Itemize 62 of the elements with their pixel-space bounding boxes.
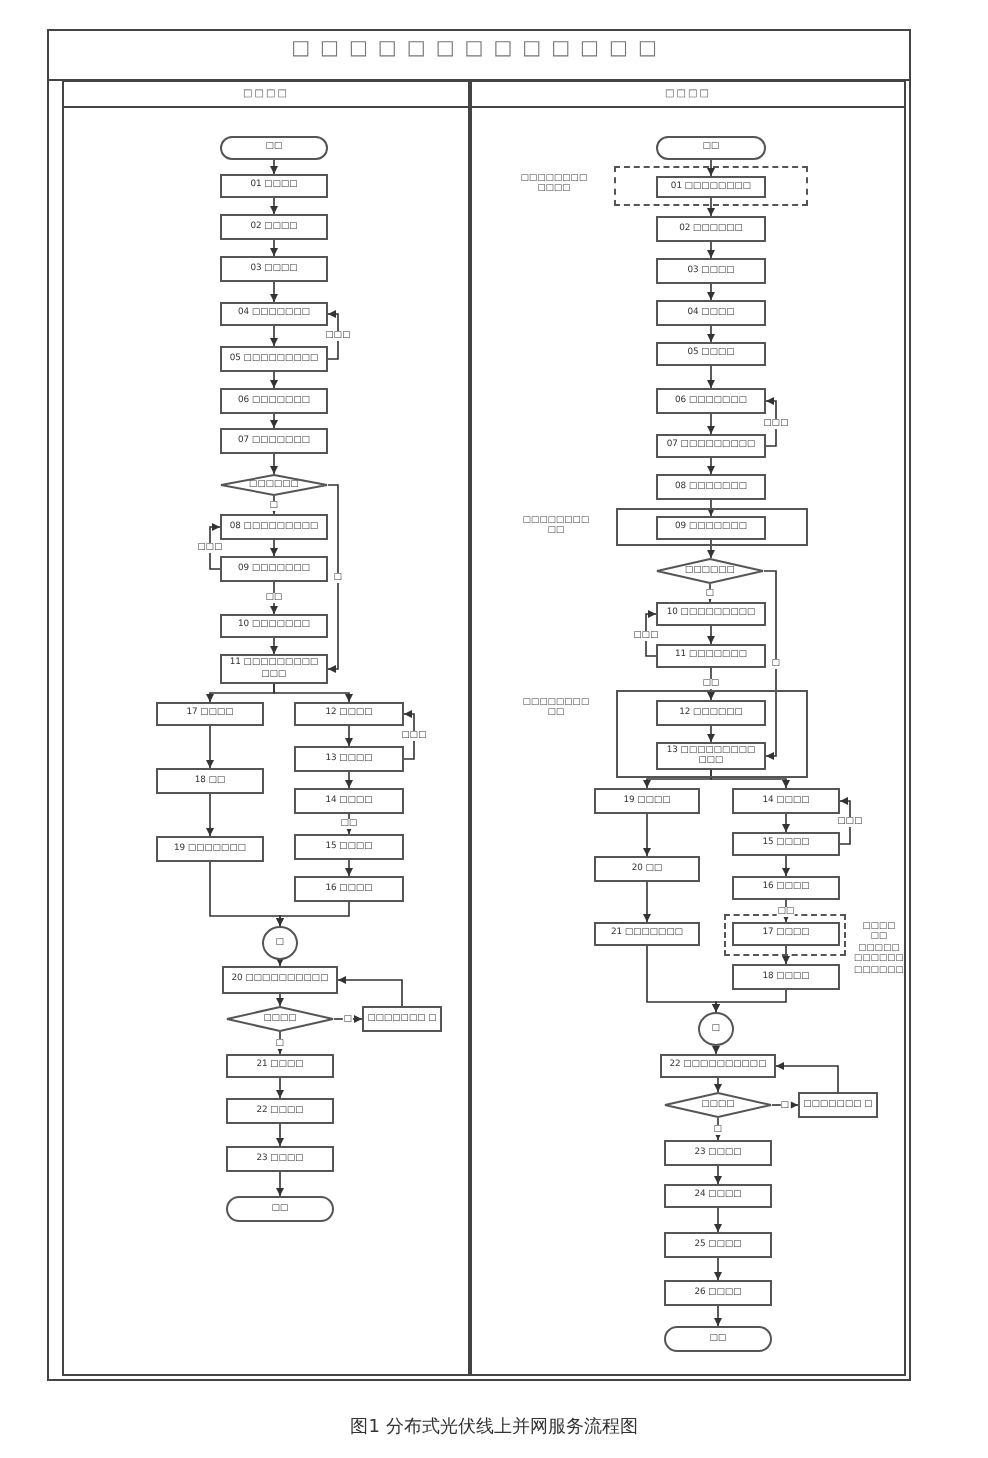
arrow <box>707 625 715 645</box>
arrow <box>707 499 715 517</box>
arrow <box>645 610 657 657</box>
arrow <box>707 159 715 177</box>
arrow <box>707 457 715 475</box>
arrow <box>839 797 851 845</box>
arrow <box>206 725 214 769</box>
arrow <box>270 413 278 429</box>
arrow <box>707 539 715 559</box>
arrow <box>276 1123 284 1147</box>
arrow <box>707 241 715 259</box>
arrow <box>707 283 715 301</box>
arrow <box>710 769 790 789</box>
arrow <box>345 859 353 877</box>
arrow <box>643 881 651 923</box>
swimlane <box>470 80 906 1376</box>
arrow <box>714 1305 722 1327</box>
arrow <box>714 1077 722 1093</box>
arrow <box>209 523 221 570</box>
arrow <box>270 197 278 215</box>
arrow <box>276 993 284 1007</box>
arrow <box>775 1062 839 1093</box>
arrow <box>206 793 214 837</box>
arrow <box>714 1257 722 1281</box>
arrow <box>782 855 790 877</box>
arrow <box>327 484 339 673</box>
arrow <box>270 371 278 389</box>
arrow <box>270 637 278 655</box>
arrow <box>643 813 651 857</box>
arrow <box>345 771 353 789</box>
arrow <box>270 239 278 257</box>
arrow <box>707 365 715 389</box>
arrow <box>707 725 715 743</box>
arrow <box>403 710 415 760</box>
arrow <box>276 1171 284 1197</box>
arrow <box>337 976 403 1007</box>
caption: 图1 分布式光伏线上并网服务流程图 <box>348 1415 640 1440</box>
arrow <box>270 159 278 175</box>
arrow <box>270 325 278 347</box>
swimlane <box>62 80 470 1376</box>
arrow <box>327 310 339 360</box>
arrow <box>270 281 278 303</box>
arrow <box>270 453 278 475</box>
arrow <box>771 1101 799 1109</box>
arrow <box>707 325 715 343</box>
arrow <box>707 413 715 435</box>
arrow <box>782 945 790 965</box>
arrow <box>345 725 353 747</box>
arrow <box>276 1077 284 1099</box>
arrow <box>276 958 284 967</box>
arrow <box>763 570 777 760</box>
arrow <box>270 539 278 557</box>
arrow <box>707 197 715 217</box>
arrow <box>714 1165 722 1185</box>
arrow <box>712 989 787 1013</box>
diagram-title: □□□□□□□□□□□□□ <box>289 38 669 60</box>
arrow <box>714 1207 722 1233</box>
arrow <box>765 397 777 447</box>
arrow <box>782 813 790 833</box>
arrow <box>712 1045 720 1055</box>
arrow <box>273 683 353 703</box>
arrow <box>276 901 350 927</box>
